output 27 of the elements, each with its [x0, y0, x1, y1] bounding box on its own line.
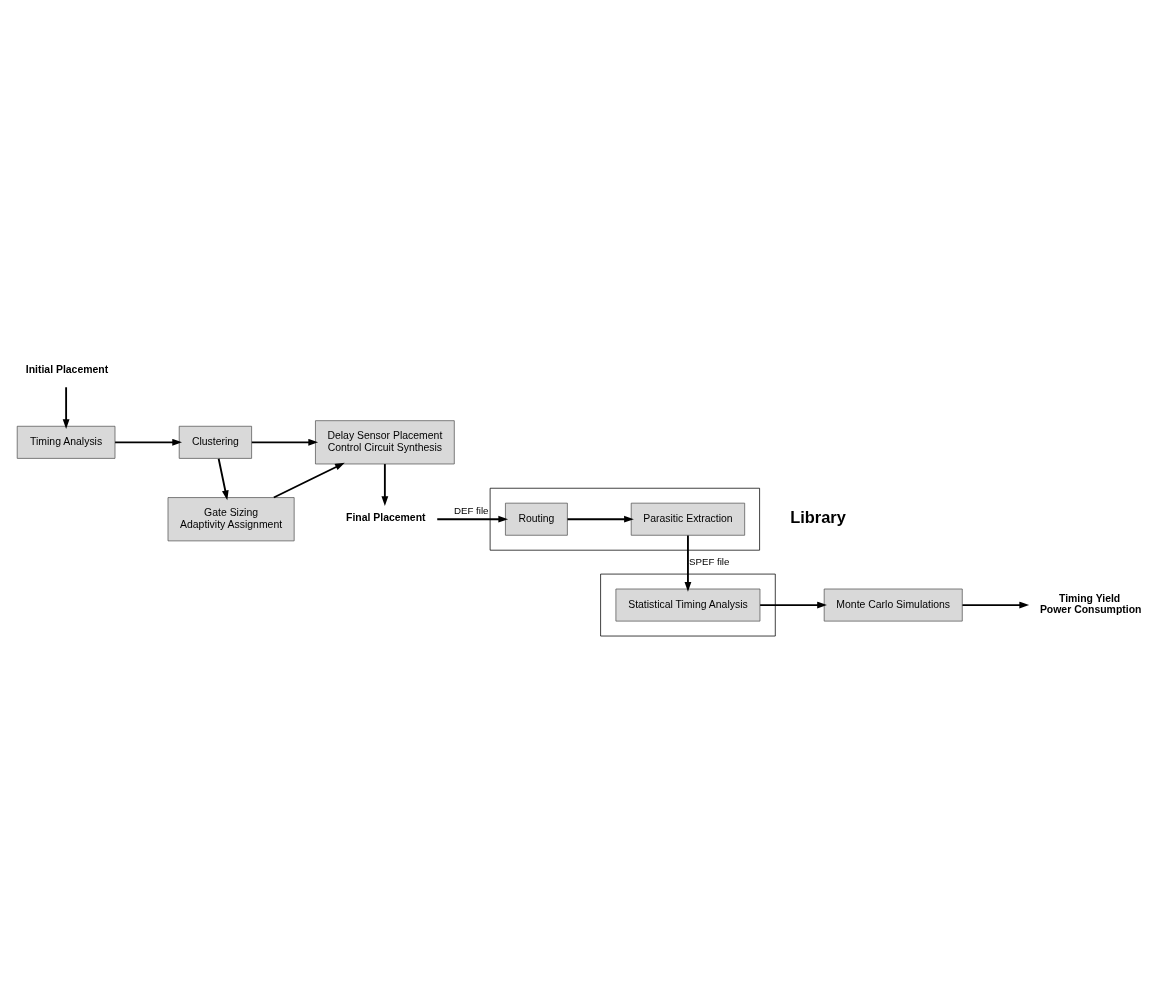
arrow — [961, 601, 1030, 609]
arrow — [684, 534, 692, 592]
edge-label: SPEF file — [689, 556, 730, 568]
node-box: Monte Carlo Simulations — [823, 588, 963, 622]
node-box: Timing Analysis — [16, 425, 116, 459]
arrow — [566, 515, 634, 523]
arrow — [250, 438, 319, 446]
node-box: Gate Sizing Adaptivity Assignment — [167, 497, 295, 542]
node-box: Routing — [505, 502, 568, 536]
node-text: Timing Yield Power Consumption — [1039, 593, 1142, 615]
node-box: Statistical Timing Analysis — [615, 588, 761, 622]
arrow — [272, 462, 345, 499]
arrow — [759, 601, 827, 609]
label: Library — [790, 507, 846, 526]
cluster — [489, 487, 760, 551]
arrow — [381, 463, 389, 506]
node-text: Initial Placement — [25, 364, 109, 376]
node-text: Final Placement — [346, 512, 426, 524]
edge-label: DEF file — [454, 505, 489, 517]
arrow — [217, 457, 229, 501]
cluster — [600, 573, 776, 637]
arrow — [114, 438, 182, 446]
arrow — [62, 386, 70, 429]
arrow — [436, 515, 509, 523]
node-box: Clustering — [178, 425, 252, 459]
node-box: Parasitic Extraction — [630, 502, 746, 536]
node-box: Delay Sensor Placement Control Circuit Synthesis — [315, 420, 455, 465]
